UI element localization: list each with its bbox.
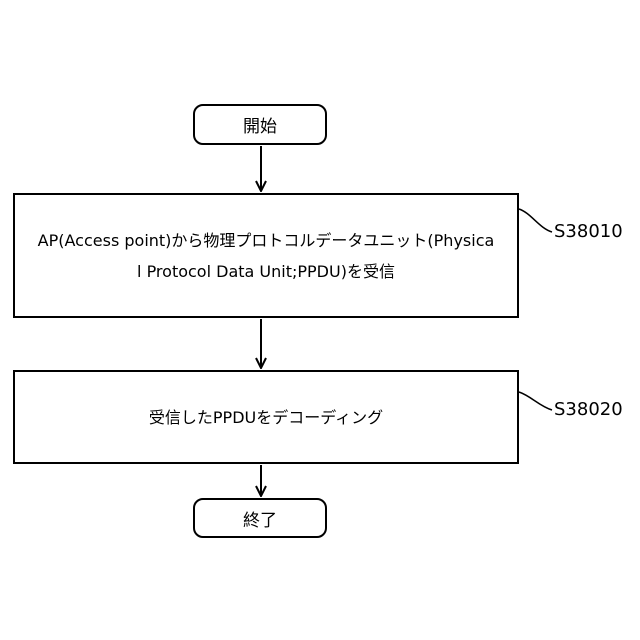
end-terminal: 終了 — [193, 498, 327, 538]
step2-reference-label: S38020 — [554, 400, 623, 420]
start-terminal: 開始 — [193, 104, 327, 145]
step1-label-leader — [519, 209, 552, 232]
start-label: 開始 — [243, 112, 277, 137]
step2-process-box: 受信したPPDUをデコーディング — [13, 370, 519, 464]
step1-text: AP(Access point)から物理プロトコルデータユニット(Physica… — [36, 225, 496, 287]
step2-text: 受信したPPDUをデコーディング — [149, 402, 383, 433]
step1-process-box: AP(Access point)から物理プロトコルデータユニット(Physica… — [13, 193, 519, 318]
step2-label-leader — [519, 392, 552, 410]
step1-reference-label: S38010 — [554, 222, 623, 242]
end-label: 終了 — [243, 506, 277, 531]
